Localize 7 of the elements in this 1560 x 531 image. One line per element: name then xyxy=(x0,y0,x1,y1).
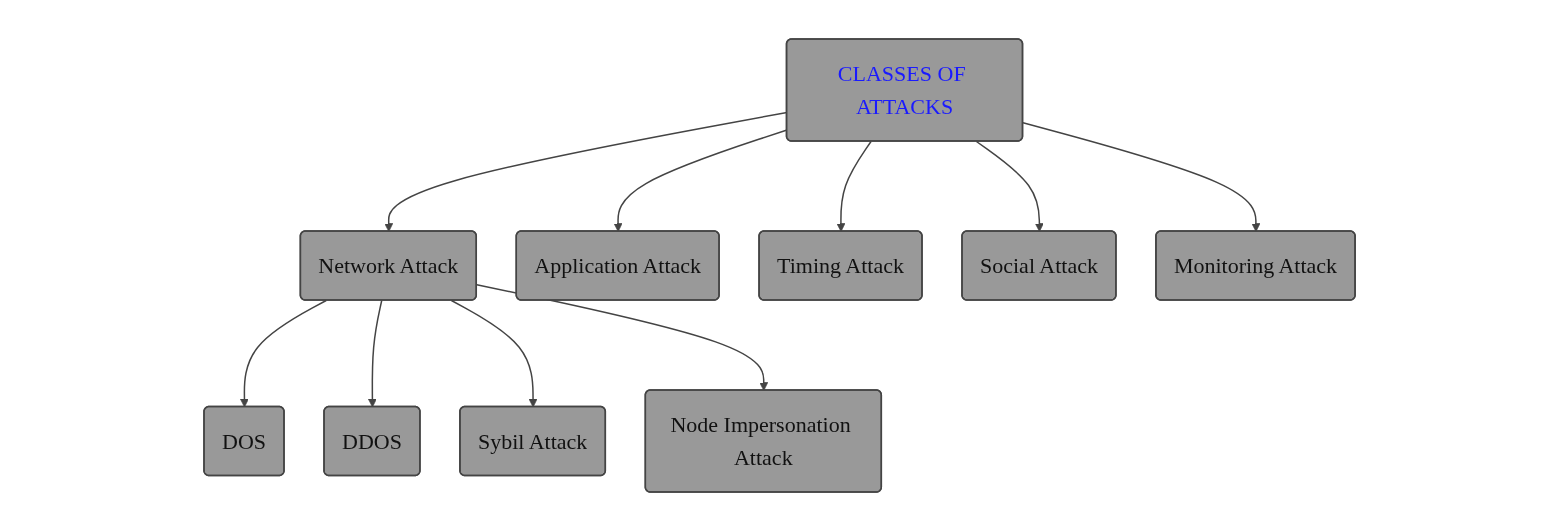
arrow xyxy=(368,299,383,408)
arrow xyxy=(976,140,1045,232)
arrow xyxy=(476,283,769,391)
arrow xyxy=(240,299,328,408)
arrow xyxy=(837,140,873,232)
arrow xyxy=(451,299,538,408)
arrow xyxy=(1022,122,1261,232)
